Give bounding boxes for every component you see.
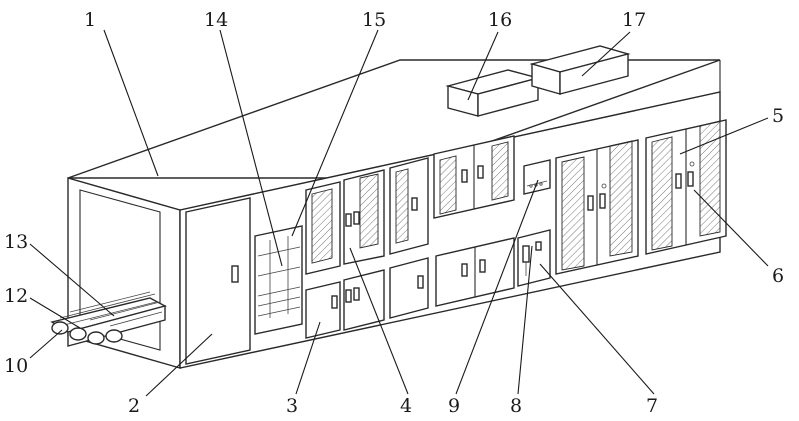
callout-1: 1	[84, 9, 96, 31]
left-door	[186, 198, 250, 364]
callout-9: 9	[448, 395, 460, 416]
callout-5: 5	[772, 105, 784, 127]
callout-7: 7	[646, 395, 658, 416]
callout-10: 10	[4, 355, 28, 377]
callout-8: 8	[510, 395, 522, 416]
callout-16: 16	[488, 9, 512, 31]
callout-2: 2	[128, 395, 140, 416]
cabinet-group-d	[556, 140, 638, 274]
callout-14: 14	[204, 9, 228, 31]
switch-box-8	[518, 230, 550, 286]
cabinet-group-a	[306, 170, 384, 338]
callout-17: 17	[622, 9, 646, 31]
callout-12: 12	[4, 285, 28, 307]
callout-15: 15	[362, 9, 386, 31]
callout-13: 13	[4, 231, 28, 253]
inner-window-14	[255, 226, 302, 334]
cabinet-group-b	[390, 158, 428, 318]
callout-6: 6	[772, 265, 784, 287]
callout-3: 3	[286, 395, 298, 416]
control-panel-9	[524, 160, 550, 194]
callout-4: 4	[400, 395, 412, 416]
